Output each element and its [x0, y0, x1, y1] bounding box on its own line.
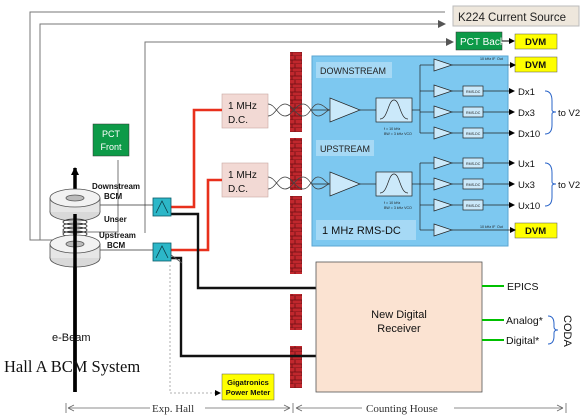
- upstream-bcm-line2: BCM: [107, 241, 126, 250]
- mhz-dc-downstream: 1 MHz D.C.: [221, 93, 269, 129]
- wall-segment: [290, 346, 302, 388]
- small-out-label-down: Out: [497, 57, 503, 61]
- ebeam-label: e-Beam: [52, 332, 91, 344]
- ndr-line2: Receiver: [377, 323, 421, 335]
- dvm-downstream: DVM: [514, 56, 558, 73]
- filter-note-down-1: f = 10 kHz: [384, 127, 400, 131]
- k224-current-source: K224 Current Source: [452, 5, 580, 27]
- wall-segment: [290, 294, 302, 330]
- rms-dc-module: DOWNSTREAM UPSTREAM 1 MHz RMS-DC: [311, 55, 509, 247]
- up-brace: [544, 162, 557, 207]
- pct-back-box: PCT Back: [455, 31, 506, 51]
- downstream-outputs: Dx1 Dx3 Dx10: [518, 87, 540, 140]
- wall-segment: [290, 138, 302, 190]
- filter-note-up-2: BW = 3 kHz VCO: [384, 206, 412, 210]
- pct-front-line1: PCT: [102, 129, 121, 139]
- small-rmsdc-6: RMS-DC: [466, 204, 481, 208]
- small-if-label-down: 10 kHz IF: [480, 57, 496, 61]
- receiver-outputs: EPICS Analog* Digital* CODA: [482, 281, 573, 347]
- new-digital-receiver: New Digital Receiver: [315, 261, 483, 393]
- ndr-line1: New Digital: [371, 309, 427, 321]
- wall-segment: [290, 196, 302, 274]
- red-cables: [171, 108, 222, 252]
- pct-front-line2: Front: [100, 142, 122, 152]
- mhz-dc-down-line2: D.C.: [228, 115, 248, 126]
- wall-segment: [290, 52, 302, 132]
- location-scale: [65, 403, 567, 413]
- unser-label: Unser: [104, 215, 127, 224]
- output-dx10: Dx10: [518, 129, 540, 140]
- shield-walls: [290, 52, 302, 388]
- mhz-dc-upstream: 1 MHz D.C.: [221, 162, 269, 198]
- epics-label: EPICS: [507, 281, 539, 293]
- mhz-dc-up-line2: D.C.: [228, 184, 248, 195]
- dvm-downstream-label: DVM: [525, 60, 546, 71]
- output-ux3: Ux3: [518, 180, 535, 191]
- upstream-transformer: [152, 242, 172, 262]
- system-title: Hall A BCM System: [4, 357, 140, 376]
- small-out-label-up: Out: [497, 225, 503, 229]
- mhz-dc-up-line1: 1 MHz: [228, 170, 257, 181]
- twisted-cables: [267, 103, 331, 190]
- pct-back-label: PCT Back: [460, 37, 506, 48]
- downstream-transformer: [152, 197, 172, 217]
- bcm-labels: Downstream BCM Unser Upstream BCM: [92, 182, 140, 250]
- small-if-label-up: 10 kHz IF: [480, 225, 496, 229]
- pct-front-line: [62, 160, 119, 233]
- dvm-top: DVM: [514, 33, 558, 50]
- k224-line-outer: [29, 11, 445, 241]
- output-dx3: Dx3: [518, 108, 535, 119]
- mhz-dc-down-line1: 1 MHz: [228, 101, 257, 112]
- pct-front-box: PCT Front: [92, 123, 130, 157]
- downstream-bcm-line1: Downstream: [92, 182, 140, 191]
- control-lines: [29, 11, 454, 241]
- counting-house-label: Counting House: [366, 403, 438, 415]
- downstream-chain: [312, 58, 516, 140]
- rms-small-labels: 10 kHz IF Out 10 kHz IF Out RMS-DC RMS-D…: [384, 57, 503, 229]
- output-dx1: Dx1: [518, 87, 535, 98]
- upstream-bcm-line1: Upstream: [99, 231, 136, 240]
- digital-label: Digital*: [506, 335, 539, 347]
- gigatronics-power-meter: Gigatronics Power Meter: [221, 373, 275, 401]
- dvm-upstream: DVM: [514, 222, 558, 239]
- analog-label: Analog*: [506, 315, 543, 327]
- to-v2f-down: to V2F: [558, 108, 580, 119]
- small-rmsdc-3: RMS-DC: [466, 132, 481, 136]
- pct-back-line: [144, 38, 454, 233]
- output-ux1: Ux1: [518, 159, 535, 170]
- upstream-outputs: Ux1 Ux3 Ux10: [518, 159, 540, 212]
- coda-label: CODA: [561, 315, 573, 347]
- small-rmsdc-5: RMS-DC: [466, 183, 481, 187]
- upstream-label: UPSTREAM: [320, 144, 370, 154]
- exp-hall-label: Exp. Hall: [152, 403, 194, 415]
- small-rmsdc-2: RMS-DC: [466, 111, 481, 115]
- downstream-label: DOWNSTREAM: [320, 66, 386, 76]
- small-rmsdc-4: RMS-DC: [466, 162, 481, 166]
- black-cables: [171, 212, 316, 358]
- dvm-top-label: DVM: [525, 37, 546, 48]
- dvm-upstream-label: DVM: [525, 226, 546, 237]
- small-rmsdc-1: RMS-DC: [466, 90, 481, 94]
- filter-note-down-2: BW = 3 kHz VCO: [384, 132, 412, 136]
- downstream-bcm-cavity: [49, 188, 101, 222]
- to-v2f-up: to V2F: [558, 180, 580, 191]
- output-ux10: Ux10: [518, 201, 540, 212]
- k224-label: K224 Current Source: [458, 12, 566, 24]
- k224-line-inner: [39, 20, 446, 240]
- downstream-bcm-line2: BCM: [104, 192, 123, 201]
- down-brace: [544, 90, 557, 135]
- rms-dc-box-label: 1 MHz RMS-DC: [322, 225, 401, 237]
- gigatronics-line2: Power Meter: [226, 388, 271, 397]
- gigatronics-line1: Gigatronics: [227, 378, 269, 387]
- upstream-chain: [312, 156, 516, 237]
- filter-note-up-1: f = 10 kHz: [384, 201, 400, 205]
